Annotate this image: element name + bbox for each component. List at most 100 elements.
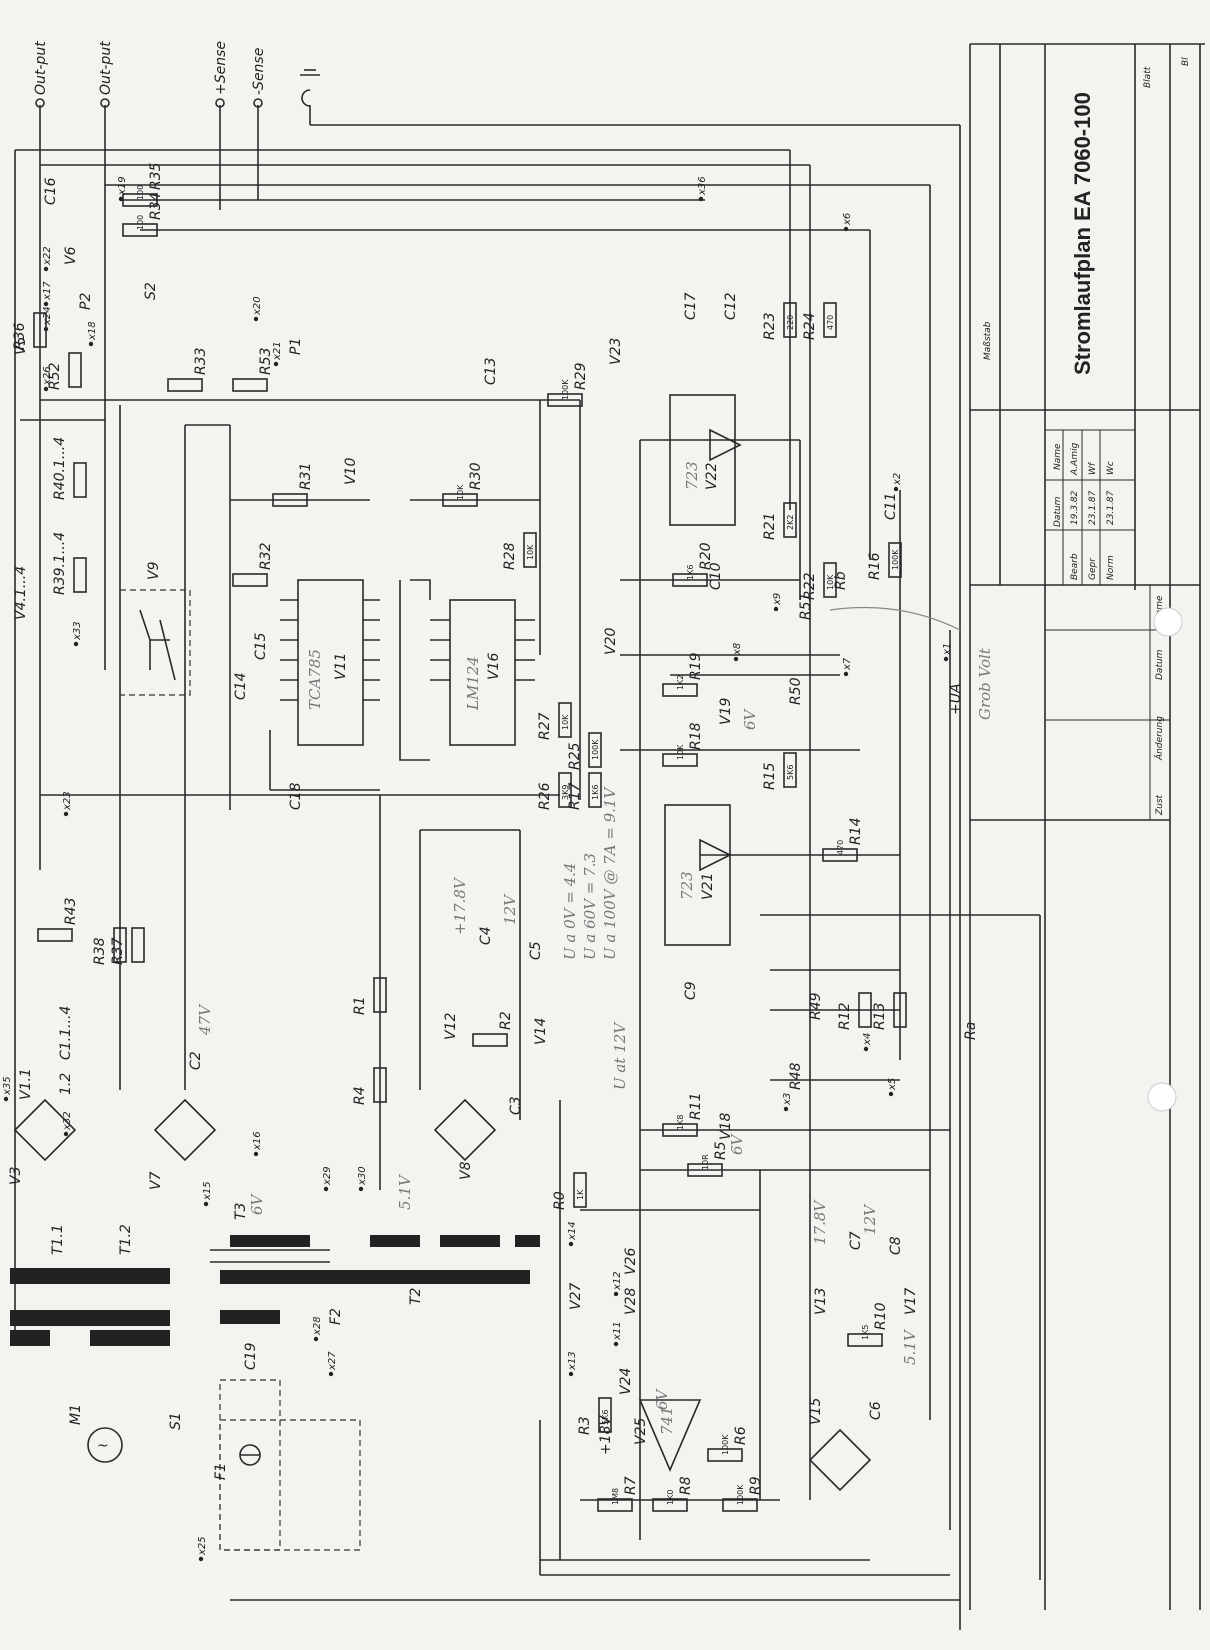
resistor-label: R30 xyxy=(468,462,484,490)
component-label-c4: C4 xyxy=(478,926,494,945)
node-dot xyxy=(43,326,49,332)
norm-label: Norm xyxy=(1106,555,1116,580)
node-dot xyxy=(783,1106,789,1112)
resistor-r8 xyxy=(652,1498,688,1512)
resistor-value: 10R xyxy=(701,1154,710,1170)
resistor-value: 100K xyxy=(736,1484,745,1505)
note-5v1: 5.1V xyxy=(396,1173,414,1210)
note-5v1-v17: 5.1V xyxy=(901,1328,919,1365)
resistor-value: 5K6 xyxy=(601,1410,610,1425)
node-x29: x29 xyxy=(322,1166,333,1186)
resistor-r27 xyxy=(558,702,572,738)
node-layer: x19x22x17x24x18x26x20x21x36x6x2x1x9x8x7x… xyxy=(2,176,953,1562)
title-block: Stromlaufplan EA 7060-100 Maßstab Blatt … xyxy=(969,43,1205,1610)
resistor-r33 xyxy=(167,378,203,392)
resistor-label: R10 xyxy=(873,1302,889,1330)
resistor-label: R13 xyxy=(872,1002,888,1030)
note-ua-60v: U a 60V = 7.3 xyxy=(581,853,599,960)
t1-core xyxy=(10,1268,170,1284)
ic-723-v21: 723 V21 xyxy=(664,804,732,946)
ic-723-v22: 723 V22 xyxy=(669,394,742,526)
node-x18: x18 xyxy=(87,321,98,341)
node-x16: x16 xyxy=(252,1131,263,1151)
resistor-value: 100K xyxy=(591,739,600,760)
resistor-label: R37 xyxy=(110,937,126,965)
resistor-r16 xyxy=(888,542,902,578)
resistor-label: R53 xyxy=(258,347,274,375)
resistor-r7 xyxy=(597,1498,633,1512)
note-6v-v19: 6V xyxy=(741,707,759,730)
aenderung-label: Änderung xyxy=(1154,716,1165,761)
resistor-label: R0 xyxy=(552,1191,568,1210)
resistor-label: R52 xyxy=(47,362,63,390)
resistor-label: R33 xyxy=(193,347,209,375)
node-x25: x25 xyxy=(197,1536,208,1556)
resistor-r2 xyxy=(472,1033,508,1047)
note-17v8: +17.8V xyxy=(451,876,469,935)
component-label-r51: R51 xyxy=(798,592,814,620)
resistor-value: 1K xyxy=(576,1189,585,1200)
node-x6: x6 xyxy=(842,213,853,226)
resistor-label: R12 xyxy=(837,1002,853,1030)
component-label-v28: V28 xyxy=(623,1288,639,1315)
node-x12: x12 xyxy=(612,1271,623,1291)
note-6v-v18: 6V xyxy=(728,1132,746,1155)
handwritten-notes: Grob Volt 6V U a 0V = 4.4 U a 60V = 7.3 … xyxy=(196,606,994,1410)
t3-label: T3 xyxy=(233,1203,249,1220)
resistor-value: 10K xyxy=(826,574,835,590)
resistor-value: 1K0 xyxy=(666,1490,675,1505)
transformers: T1.1 T1.2 T2 T3 xyxy=(10,1203,540,1346)
resistor-value: 2K2 xyxy=(786,515,795,530)
resistor-label: R24 xyxy=(802,312,818,340)
node-x35: x35 xyxy=(2,1076,13,1096)
note-12v-c7: 12V xyxy=(861,1203,879,1235)
resistor-r14 xyxy=(822,848,858,862)
component-label-ua: +UA xyxy=(948,683,964,715)
note-47v: 47V xyxy=(196,1003,214,1036)
component-label-c3: C3 xyxy=(508,1096,524,1115)
t2-label: T2 xyxy=(408,1287,424,1305)
ic-v21-part: 723 xyxy=(678,871,696,900)
component-label-v10: V10 xyxy=(343,458,359,485)
node-dot xyxy=(943,656,949,662)
component-label-c2: C2 xyxy=(188,1051,204,1070)
resistor-value: 10K xyxy=(456,484,465,500)
resistor-r53 xyxy=(232,378,268,392)
node-dot xyxy=(63,811,69,817)
resistor-r11 xyxy=(662,1123,698,1137)
node-x3: x3 xyxy=(782,1093,793,1106)
resistor-label: R3 xyxy=(577,1416,593,1435)
t12-label: T1.2 xyxy=(118,1224,134,1255)
component-label-v17: V17 xyxy=(903,1288,919,1315)
terminal-sense-pos: +Sense xyxy=(213,41,229,95)
resistor-value: 1K8 xyxy=(676,1115,685,1130)
note-ua-0v: U a 0V = 4.4 xyxy=(561,863,579,960)
resistor-r24 xyxy=(823,302,837,338)
date-norm: 23.1.87 xyxy=(1106,490,1116,525)
node-dot xyxy=(613,1291,619,1297)
node-x19: x19 xyxy=(117,176,128,196)
resistor-label: R6 xyxy=(733,1426,749,1445)
node-x7: x7 xyxy=(842,657,853,671)
resistor-r4 xyxy=(373,1067,387,1103)
name-bearb: A.Amig xyxy=(1070,442,1080,476)
resistor-label: R43 xyxy=(63,897,79,925)
component-label-ra: Ra xyxy=(963,1022,979,1040)
resistor-label: R39.1...4 xyxy=(52,532,68,595)
component-label-c18: C18 xyxy=(288,782,304,810)
node-x15: x15 xyxy=(202,1181,213,1201)
resistor-label: R22 xyxy=(802,572,818,600)
node-x30: x30 xyxy=(357,1166,368,1186)
component-label-c12: C12 xyxy=(723,292,739,320)
resistor-r1 xyxy=(373,977,387,1013)
component-label-p2: P2 xyxy=(78,293,94,310)
node-dot xyxy=(773,606,779,612)
node-x32: x32 xyxy=(62,1111,73,1131)
resistor-value: 10K xyxy=(676,744,685,760)
note-6v-v25: 6V xyxy=(653,1387,671,1410)
date-gepr: 23.1.87 xyxy=(1088,490,1098,525)
node-dot xyxy=(358,1186,364,1192)
node-x11: x11 xyxy=(612,1321,623,1341)
component-label-v-plus18: +18V xyxy=(598,1414,614,1455)
